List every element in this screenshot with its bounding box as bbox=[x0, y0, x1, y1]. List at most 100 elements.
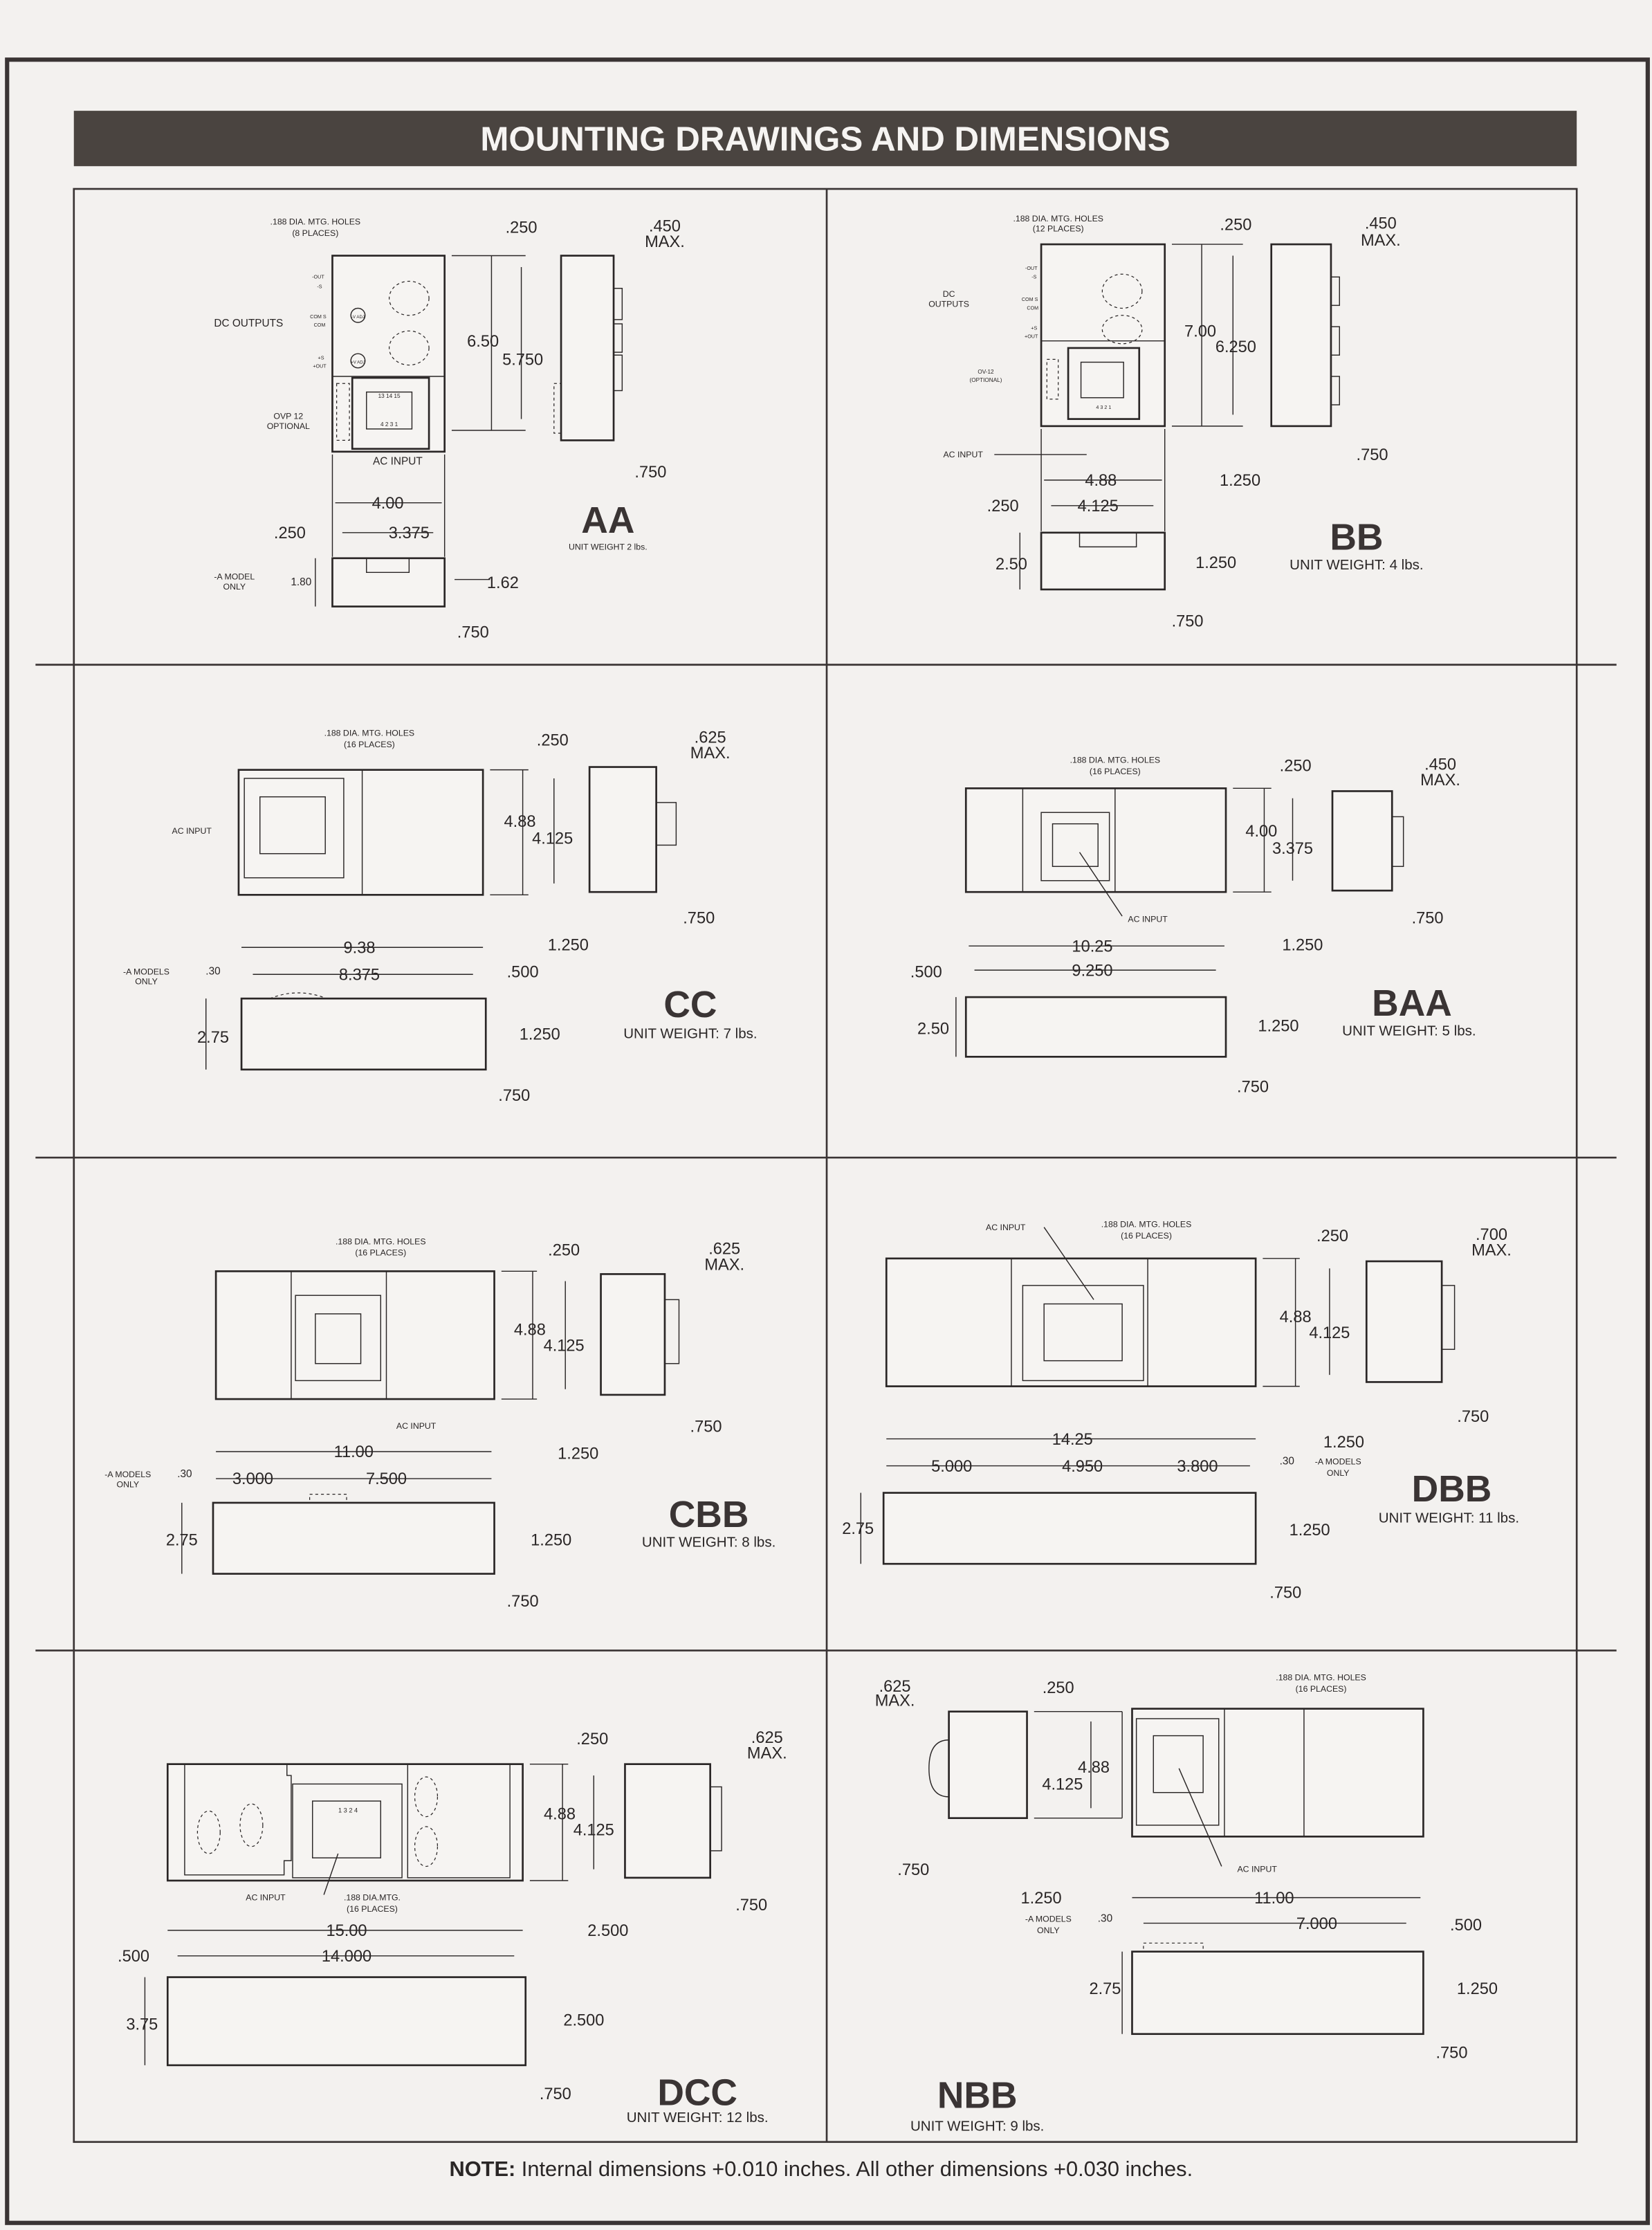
drawing-line bbox=[350, 307, 366, 323]
dbb-dim: .700 bbox=[1476, 1226, 1507, 1244]
drawing-line bbox=[1079, 852, 1123, 917]
dcc-unit-weight: UNIT WEIGHT: 12 lbs. bbox=[627, 2110, 769, 2126]
drawing-line bbox=[414, 1826, 439, 1867]
nbb-dim: .750 bbox=[1436, 2045, 1468, 2063]
cc-dim: 2.75 bbox=[197, 1029, 229, 1047]
drawing-line bbox=[184, 1764, 292, 1876]
baa-ac-input-label: AC INPUT bbox=[1128, 914, 1168, 924]
dbb-dim: 14.25 bbox=[1052, 1431, 1093, 1449]
drawing-line bbox=[312, 1800, 382, 1858]
baa-dim: .500 bbox=[910, 963, 942, 981]
drawing-line bbox=[1043, 1303, 1123, 1362]
dcc-dim: 2.500 bbox=[563, 2011, 604, 2029]
dcc-dim: 4.125 bbox=[573, 1821, 614, 1839]
drawing-line bbox=[1079, 532, 1137, 548]
drawing-line bbox=[613, 354, 623, 392]
drawing-line bbox=[1101, 315, 1143, 345]
drawing-line bbox=[655, 802, 677, 846]
cbb-dim: .750 bbox=[507, 1593, 539, 1611]
drawing-label: -OUT bbox=[1025, 266, 1038, 271]
dcc-dim: MAX. bbox=[747, 1744, 787, 1762]
cc-unit-weight: UNIT WEIGHT: 7 lbs. bbox=[623, 1026, 757, 1042]
dbb-dim: 1.250 bbox=[1323, 1434, 1364, 1452]
drawing-line bbox=[928, 1739, 949, 1798]
drawing-label: 4 2 3 1 bbox=[380, 421, 398, 428]
dbb-ac-input-label: AC INPUT bbox=[986, 1223, 1026, 1232]
aa-dim: 3.375 bbox=[389, 524, 430, 542]
cbb-dim: .625 bbox=[708, 1241, 740, 1259]
cbb-dim: 11.00 bbox=[334, 1443, 374, 1461]
baa-dim: .250 bbox=[1280, 758, 1312, 776]
nbb-dim: 1.250 bbox=[1021, 1890, 1062, 1908]
drawing-line bbox=[1441, 1285, 1456, 1350]
note-label: NOTE: bbox=[449, 2157, 515, 2181]
cbb-model-name: CBB bbox=[669, 1495, 749, 1535]
drawings-grid bbox=[73, 188, 1578, 2144]
cc-holes-count: (16 PLACES) bbox=[344, 740, 395, 749]
bb-unit-weight: UNIT WEIGHT: 4 lbs. bbox=[1290, 557, 1423, 573]
dbb-a-models-label: ONLY bbox=[1327, 1468, 1350, 1478]
cc-dim: 1.250 bbox=[520, 1026, 560, 1044]
cbb-side-view bbox=[600, 1273, 666, 1396]
drawing-line bbox=[1135, 1718, 1220, 1826]
cbb-dim: 7.500 bbox=[366, 1470, 407, 1488]
cbb-dim: .30 bbox=[177, 1468, 192, 1480]
drawing-line bbox=[1101, 273, 1143, 309]
drawing-label: 13 14 15 bbox=[378, 393, 401, 399]
nbb-dim: .250 bbox=[1043, 1679, 1074, 1697]
bb-dim: .250 bbox=[987, 497, 1019, 515]
baa-dim: .450 bbox=[1424, 756, 1456, 774]
drawing-line bbox=[1043, 1227, 1094, 1300]
drawing-line bbox=[1330, 376, 1340, 405]
drawing-line bbox=[553, 383, 562, 434]
drawing-line bbox=[414, 1776, 439, 1818]
nbb-holes-count: (16 PLACES) bbox=[1296, 1684, 1347, 1694]
drawing-line bbox=[613, 323, 623, 353]
dcc-front-view bbox=[166, 1763, 524, 1882]
cc-dim: 9.38 bbox=[344, 939, 376, 957]
baa-bottom-view bbox=[964, 996, 1227, 1058]
nbb-dim: MAX. bbox=[875, 1692, 915, 1710]
aa-dim: 1.62 bbox=[487, 574, 519, 592]
page-frame bbox=[5, 57, 1650, 2225]
dbb-holes-count: (16 PLACES) bbox=[1121, 1231, 1172, 1241]
aa-dim: .750 bbox=[457, 624, 489, 642]
dbb-dim: 2.75 bbox=[842, 1520, 874, 1538]
bb-ov-label: OV-12 bbox=[978, 369, 994, 375]
cc-model-name: CC bbox=[663, 985, 717, 1025]
dbb-unit-weight: UNIT WEIGHT: 11 lbs. bbox=[1379, 1510, 1519, 1526]
drawing-label: COM S bbox=[310, 314, 327, 320]
drawing-line bbox=[407, 1763, 511, 1879]
drawing-label: +S bbox=[1031, 325, 1037, 331]
drawing-line bbox=[323, 1853, 339, 1895]
baa-dim: 2.50 bbox=[917, 1020, 949, 1038]
baa-dim: .750 bbox=[1237, 1079, 1269, 1097]
drawing-line bbox=[1067, 347, 1141, 420]
dcc-model-name: DCC bbox=[657, 2072, 737, 2113]
drawing-label: -V ADJ bbox=[351, 315, 365, 320]
drawing-line bbox=[1391, 816, 1404, 867]
aa-dim: .250 bbox=[506, 219, 538, 237]
nbb-dim: 4.125 bbox=[1042, 1776, 1083, 1794]
baa-unit-weight: UNIT WEIGHT: 5 lbs. bbox=[1342, 1023, 1476, 1039]
cbb-dim: 3.000 bbox=[232, 1470, 273, 1488]
cc-dim: 4.88 bbox=[504, 813, 536, 831]
nbb-model-name: NBB bbox=[937, 2075, 1018, 2116]
drawing-label: COM S bbox=[1022, 297, 1038, 302]
dbb-dim: 3.800 bbox=[1177, 1458, 1218, 1476]
nbb-front-view bbox=[1131, 1708, 1424, 1838]
drawing-line bbox=[350, 353, 366, 369]
aa-ovp-label: OVP 12 bbox=[273, 412, 303, 421]
nbb-holes-label: .188 DIA. MTG. HOLES bbox=[1276, 1673, 1366, 1683]
panel-dcc: .250 .625 MAX. 4.88 4.125 AC INPUT .188 … bbox=[118, 1729, 787, 2126]
cc-a-models-label: -A MODELS bbox=[123, 967, 169, 976]
dcc-holes-count: (16 PLACES) bbox=[347, 1904, 398, 1914]
drawing-line bbox=[1178, 1768, 1222, 1867]
bb-dim: 7.00 bbox=[1184, 323, 1216, 341]
cbb-holes-count: (16 PLACES) bbox=[355, 1248, 406, 1258]
panel-cc: .188 DIA. MTG. HOLES (16 PLACES) .250 .6… bbox=[123, 728, 758, 1105]
drawing-line bbox=[366, 558, 410, 574]
dcc-side-view bbox=[624, 1763, 711, 1879]
aa-ovp-label: OPTIONAL bbox=[267, 421, 310, 431]
